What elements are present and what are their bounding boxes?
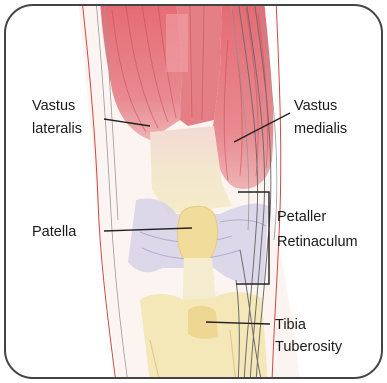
label-retinaculum-line1: Petaller [277, 209, 326, 225]
label-vastus-medialis: Vastus medialis [294, 98, 347, 137]
label-patella: Patella [32, 224, 77, 240]
label-retinaculum-line2: Retinaculum [277, 234, 358, 250]
label-vastus-medialis-line2: medialis [294, 121, 347, 137]
label-patella-line1: Patella [32, 224, 77, 240]
label-vastus-lateralis-line1: Vastus [32, 98, 75, 114]
muscle-highlight [166, 14, 188, 72]
label-vastus-lateralis: Vastus lateralis [32, 98, 82, 137]
label-patellar-retinaculum: Petaller Retinaculum [277, 209, 358, 250]
label-vastus-lateralis-line2: lateralis [32, 121, 82, 137]
label-vastus-medialis-line1: Vastus [294, 98, 337, 114]
label-tibia-tuberosity-line1: Tibia [275, 317, 307, 333]
patella-bone [178, 206, 218, 264]
label-tibia-tuberosity-line2: Tuberosity [275, 339, 343, 355]
